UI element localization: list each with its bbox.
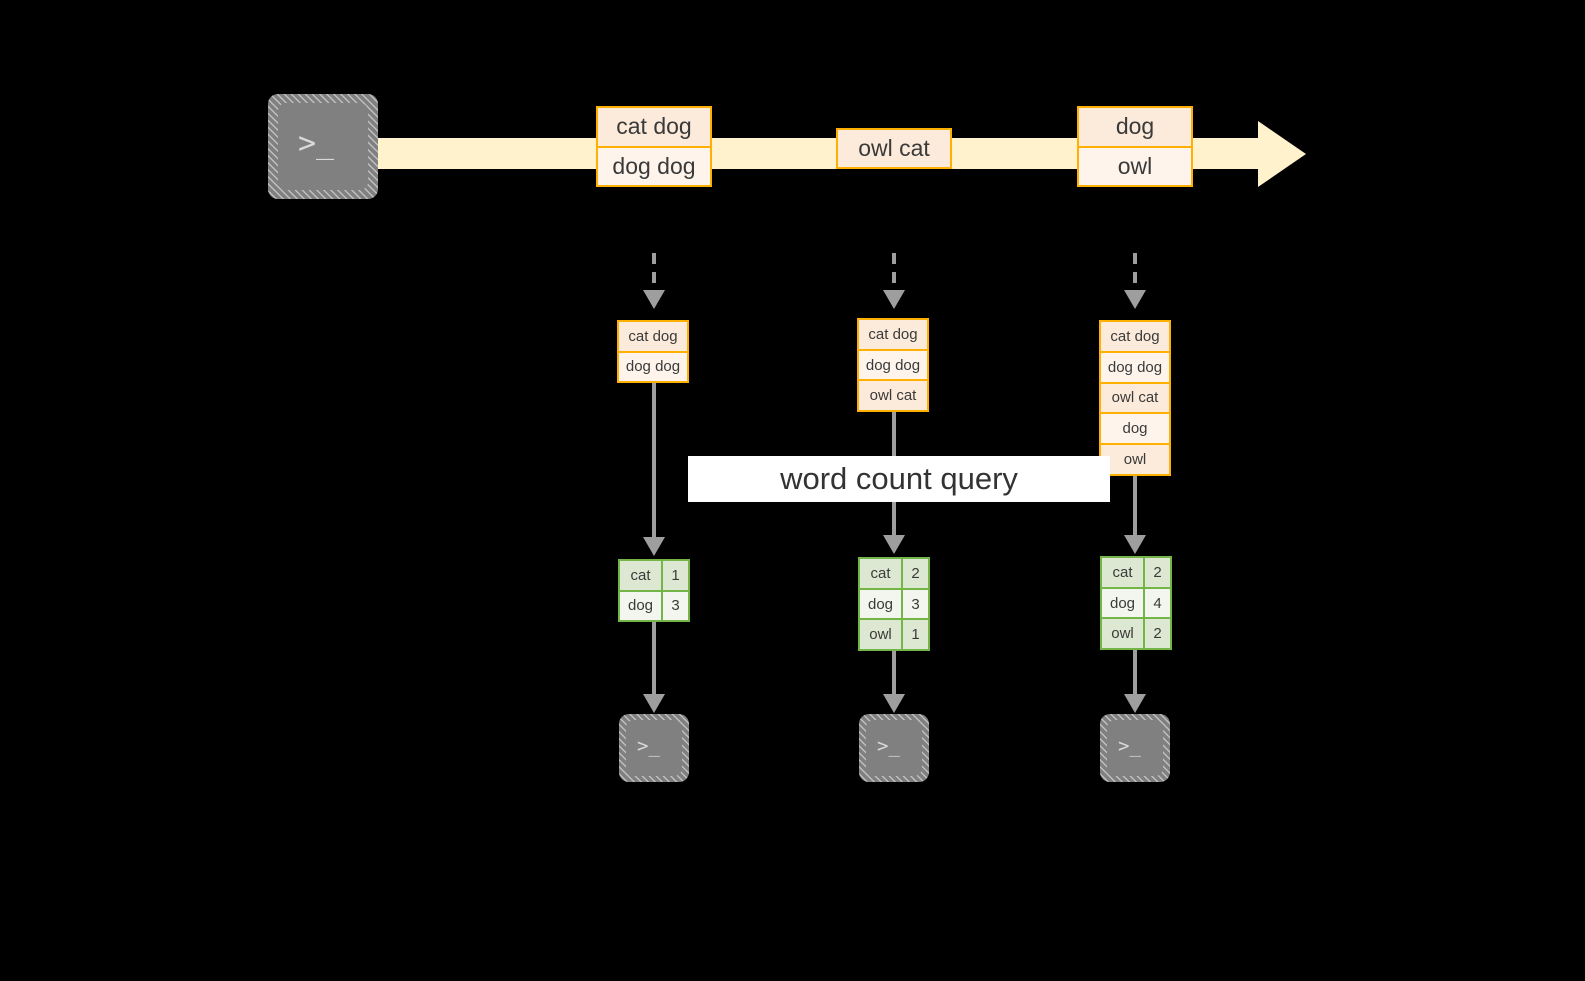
trigger-3-result-word-3: owl	[1102, 619, 1145, 649]
trigger-1-result-table[interactable]: cat 1 dog 3	[618, 559, 690, 622]
stream-batch-2[interactable]: owl cat	[836, 128, 952, 169]
trigger-3-tap-arrowhead	[1124, 290, 1146, 309]
trigger-2-tap-line	[892, 253, 896, 292]
trigger-3-input-row-3: owl cat	[1101, 383, 1169, 415]
stream-batch-1[interactable]: cat dog dog dog	[596, 106, 712, 187]
trigger-3-input-row-2: dog dog	[1101, 352, 1169, 384]
terminal-prompt-glyph: >_	[298, 126, 335, 161]
trigger-2-sink-line	[892, 651, 896, 697]
trigger-3-result-count-2: 4	[1145, 588, 1170, 618]
trigger-3-input-row-4: dog	[1101, 414, 1169, 446]
trigger-2-sink-terminal-icon[interactable]: >_	[859, 714, 929, 782]
trigger-1-query-line	[652, 383, 656, 539]
trigger-2-result-word-3: owl	[860, 620, 903, 650]
stream-batch-1-line-1: cat dog	[598, 108, 710, 148]
trigger-2-result-word-2: dog	[860, 589, 903, 619]
trigger-1-input-table[interactable]: cat dog dog dog	[617, 320, 689, 383]
trigger-1-sink-arrowhead	[643, 694, 665, 713]
table-row: cat 2	[860, 559, 928, 590]
trigger-2-result-count-2: 3	[903, 589, 928, 619]
trigger-2-sink-arrowhead	[883, 694, 905, 713]
stream-batch-3-line-1: dog	[1079, 108, 1191, 148]
trigger-1-result-count-1: 1	[663, 561, 688, 590]
trigger-3-sink-arrowhead	[1124, 694, 1146, 713]
query-label-text: word count query	[780, 461, 1018, 496]
trigger-1-tap-line	[652, 253, 656, 292]
trigger-1-result-word-2: dog	[620, 591, 663, 620]
trigger-1-input-row-1: cat dog	[619, 322, 687, 353]
trigger-3-input-table[interactable]: cat dog dog dog owl cat dog owl	[1099, 320, 1171, 476]
trigger-1-result-count-2: 3	[663, 591, 688, 620]
trigger-1-sink-terminal-icon[interactable]: >_	[619, 714, 689, 782]
terminal-screen	[278, 103, 368, 190]
stream-batch-1-line-2: dog dog	[598, 147, 710, 185]
trigger-2-tap-arrowhead	[883, 290, 905, 309]
table-row: owl 1	[860, 620, 928, 650]
trigger-3-result-word-2: dog	[1102, 588, 1145, 618]
terminal-prompt-glyph: >_	[637, 735, 660, 757]
trigger-3-input-row-5: owl	[1101, 445, 1169, 474]
source-terminal-icon[interactable]: >_	[268, 94, 378, 199]
trigger-3-result-word-1: cat	[1102, 558, 1145, 587]
trigger-1-tap-arrowhead	[643, 290, 665, 309]
stream-batch-2-line-1: owl cat	[838, 130, 950, 167]
trigger-2-result-count-3: 1	[903, 620, 928, 650]
table-row: owl 2	[1102, 619, 1170, 649]
trigger-1-sink-line	[652, 622, 656, 697]
table-row: dog 3	[860, 589, 928, 621]
trigger-3-result-table[interactable]: cat 2 dog 4 owl 2	[1100, 556, 1172, 650]
trigger-2-result-word-1: cat	[860, 559, 903, 588]
table-row: dog 3	[620, 591, 688, 620]
trigger-3-result-count-1: 2	[1145, 558, 1170, 587]
trigger-3-tap-line	[1133, 253, 1137, 292]
table-row: cat 2	[1102, 558, 1170, 589]
trigger-3-sink-line	[1133, 650, 1137, 697]
terminal-prompt-glyph: >_	[1118, 735, 1141, 757]
terminal-screen	[1107, 720, 1163, 776]
trigger-2-input-table[interactable]: cat dog dog dog owl cat	[857, 318, 929, 412]
trigger-2-query-arrowhead	[883, 535, 905, 554]
trigger-2-input-row-2: dog dog	[859, 350, 927, 382]
terminal-screen	[866, 720, 922, 776]
terminal-screen	[626, 720, 682, 776]
stream-arrow-head	[1258, 120, 1306, 187]
query-label-band: word count query	[688, 456, 1110, 502]
trigger-2-result-count-1: 2	[903, 559, 928, 588]
trigger-2-input-row-1: cat dog	[859, 320, 927, 351]
trigger-1-result-word-1: cat	[620, 561, 663, 590]
trigger-1-query-arrowhead	[643, 537, 665, 556]
trigger-2-result-table[interactable]: cat 2 dog 3 owl 1	[858, 557, 930, 651]
table-row: dog 4	[1102, 588, 1170, 620]
trigger-1-input-row-2: dog dog	[619, 352, 687, 381]
trigger-3-result-count-3: 2	[1145, 619, 1170, 649]
trigger-3-query-arrowhead	[1124, 535, 1146, 554]
trigger-3-sink-terminal-icon[interactable]: >_	[1100, 714, 1170, 782]
stream-batch-3[interactable]: dog owl	[1077, 106, 1193, 187]
trigger-2-input-row-3: owl cat	[859, 381, 927, 411]
trigger-3-query-line	[1133, 476, 1137, 537]
stream-batch-3-line-2: owl	[1079, 147, 1191, 185]
trigger-3-input-row-1: cat dog	[1101, 322, 1169, 353]
table-row: cat 1	[620, 561, 688, 592]
terminal-prompt-glyph: >_	[877, 735, 900, 757]
